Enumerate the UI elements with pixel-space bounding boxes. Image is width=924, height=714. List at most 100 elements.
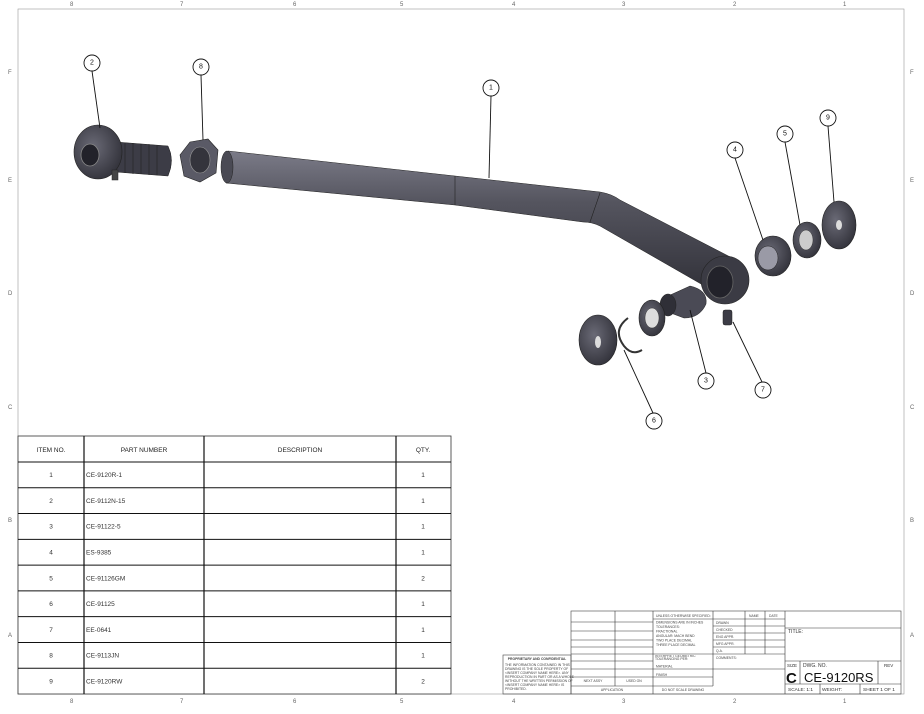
proprietary-line: THE INFORMATION CONTAINED IN THIS [505, 663, 571, 667]
unless-specified: UNLESS OTHERWISE SPECIFIED: [656, 614, 711, 618]
washer-6-parts [578, 299, 666, 366]
zone-col: 2 [733, 699, 737, 705]
item-no-cell: 2 [49, 498, 53, 505]
dims-units: DIMENSIONS ARE IN INCHES [656, 621, 704, 625]
application: APPLICATION [601, 688, 624, 692]
date-col: DATE [769, 614, 779, 618]
zone-col: 8 [70, 699, 74, 705]
proprietary-line: <INSERT COMPANY NAME HERE> IS [505, 683, 565, 687]
drawing-number: CE-9120RS [804, 670, 874, 685]
proprietary-title: PROPRIETARY AND CONFIDENTIAL [508, 657, 566, 661]
qty-cell: 2 [421, 678, 425, 685]
zone-col: 3 [622, 2, 626, 8]
two-place: TWO PLACE DECIMAL [656, 639, 692, 643]
header-item-no: ITEM NO. [37, 447, 66, 454]
angular: ANGULAR: MACH BEND [656, 634, 695, 638]
balloon-2: 2 [83, 54, 101, 72]
item-no-cell: 8 [49, 653, 53, 660]
do-not-scale: DO NOT SCALE DRAWING [662, 688, 705, 692]
svg-text:6: 6 [652, 418, 656, 425]
zone-col: 7 [180, 699, 184, 705]
rod-end [73, 124, 172, 181]
qty-cell: 1 [421, 653, 425, 660]
checked: CHECKED [716, 628, 733, 632]
zone-row: E [8, 178, 12, 184]
jam-nut [179, 138, 219, 183]
zone-row: D [910, 291, 915, 297]
item-no-cell: 3 [49, 524, 53, 531]
zone-col: 1 [843, 699, 847, 705]
size-label: SIZE [787, 663, 797, 668]
zone-row: F [8, 70, 12, 76]
ball-stud-3 [659, 285, 707, 319]
svg-text:7: 7 [761, 387, 765, 394]
balloon-5: 5 [776, 125, 794, 143]
sheet-number: SHEET 1 OF 1 [863, 687, 895, 693]
header-description: DESCRIPTION [278, 447, 323, 454]
qty-cell: 1 [421, 472, 425, 479]
zone-col: 5 [400, 699, 404, 705]
balloon-3: 3 [697, 372, 715, 390]
svg-text:1: 1 [489, 85, 493, 92]
table-row: 9 CE-9120RW 2 [49, 678, 425, 685]
title-label: TITLE: [788, 629, 803, 635]
item-no-cell: 4 [49, 550, 53, 557]
part-number-cell: CE-9113JN [86, 653, 119, 660]
tie-rod-tube [220, 150, 741, 297]
part-number-cell: CE-9120RW [86, 678, 123, 685]
weight: WEIGHT: [822, 687, 842, 693]
part-number-cell: CE-9120R-1 [86, 472, 123, 479]
mfg-appr: MFG APPR. [716, 642, 735, 646]
qty-cell: 1 [421, 627, 425, 634]
qty-cell: 1 [421, 550, 425, 557]
svg-text:8: 8 [199, 64, 203, 71]
balloon-leaders [91, 70, 835, 414]
tolerances: TOLERANCES: [656, 625, 680, 629]
part-number-cell: CE-91125 [86, 601, 115, 608]
zone-row: A [8, 633, 12, 639]
eng-appr: ENG APPR. [716, 635, 734, 639]
sheet-size: C [786, 670, 797, 687]
svg-text:4: 4 [733, 147, 737, 154]
balloon-1: 1 [482, 79, 500, 97]
zone-col: 6 [293, 699, 297, 705]
fractional: FRACTIONAL [656, 630, 678, 634]
washer-9 [821, 200, 857, 250]
washer-5 [792, 221, 822, 259]
svg-text:3: 3 [704, 378, 708, 385]
zone-row: E [910, 178, 914, 184]
dwg-no-label: DWG. NO. [803, 663, 827, 669]
zone-labels-right: F E D C B A [910, 70, 915, 639]
zone-col: 7 [180, 2, 184, 8]
interpret: INTERPRET GEOMETRIC TOLERANCING PER: [655, 654, 696, 662]
item-no-cell: 9 [49, 678, 53, 685]
zone-col: 1 [843, 2, 847, 8]
proprietary-line: DRAWING IS THE SOLE PROPERTY OF [505, 667, 568, 671]
bushing-4 [754, 235, 792, 277]
part-number-cell: CE-9112N-15 [86, 498, 126, 505]
zone-row: B [910, 518, 914, 524]
zone-col: 3 [622, 699, 626, 705]
drawn: DRAWN [716, 621, 729, 625]
zone-col: 8 [70, 2, 74, 8]
proprietary-line: <INSERT COMPANY NAME HERE>. ANY [505, 671, 570, 675]
balloon-7: 7 [754, 381, 772, 399]
proprietary-box [502, 654, 572, 695]
svg-text:9: 9 [826, 115, 830, 122]
zone-col: 4 [512, 699, 516, 705]
part-number-cell: EE-0641 [86, 627, 112, 634]
item-no-cell: 5 [49, 575, 53, 582]
zone-col: 6 [293, 2, 297, 8]
next-assy: NEXT ASSY [584, 679, 604, 683]
qty-cell: 1 [421, 524, 425, 531]
zone-labels-top: 8 7 6 5 4 3 2 1 [70, 2, 847, 8]
zone-col: 2 [733, 2, 737, 8]
